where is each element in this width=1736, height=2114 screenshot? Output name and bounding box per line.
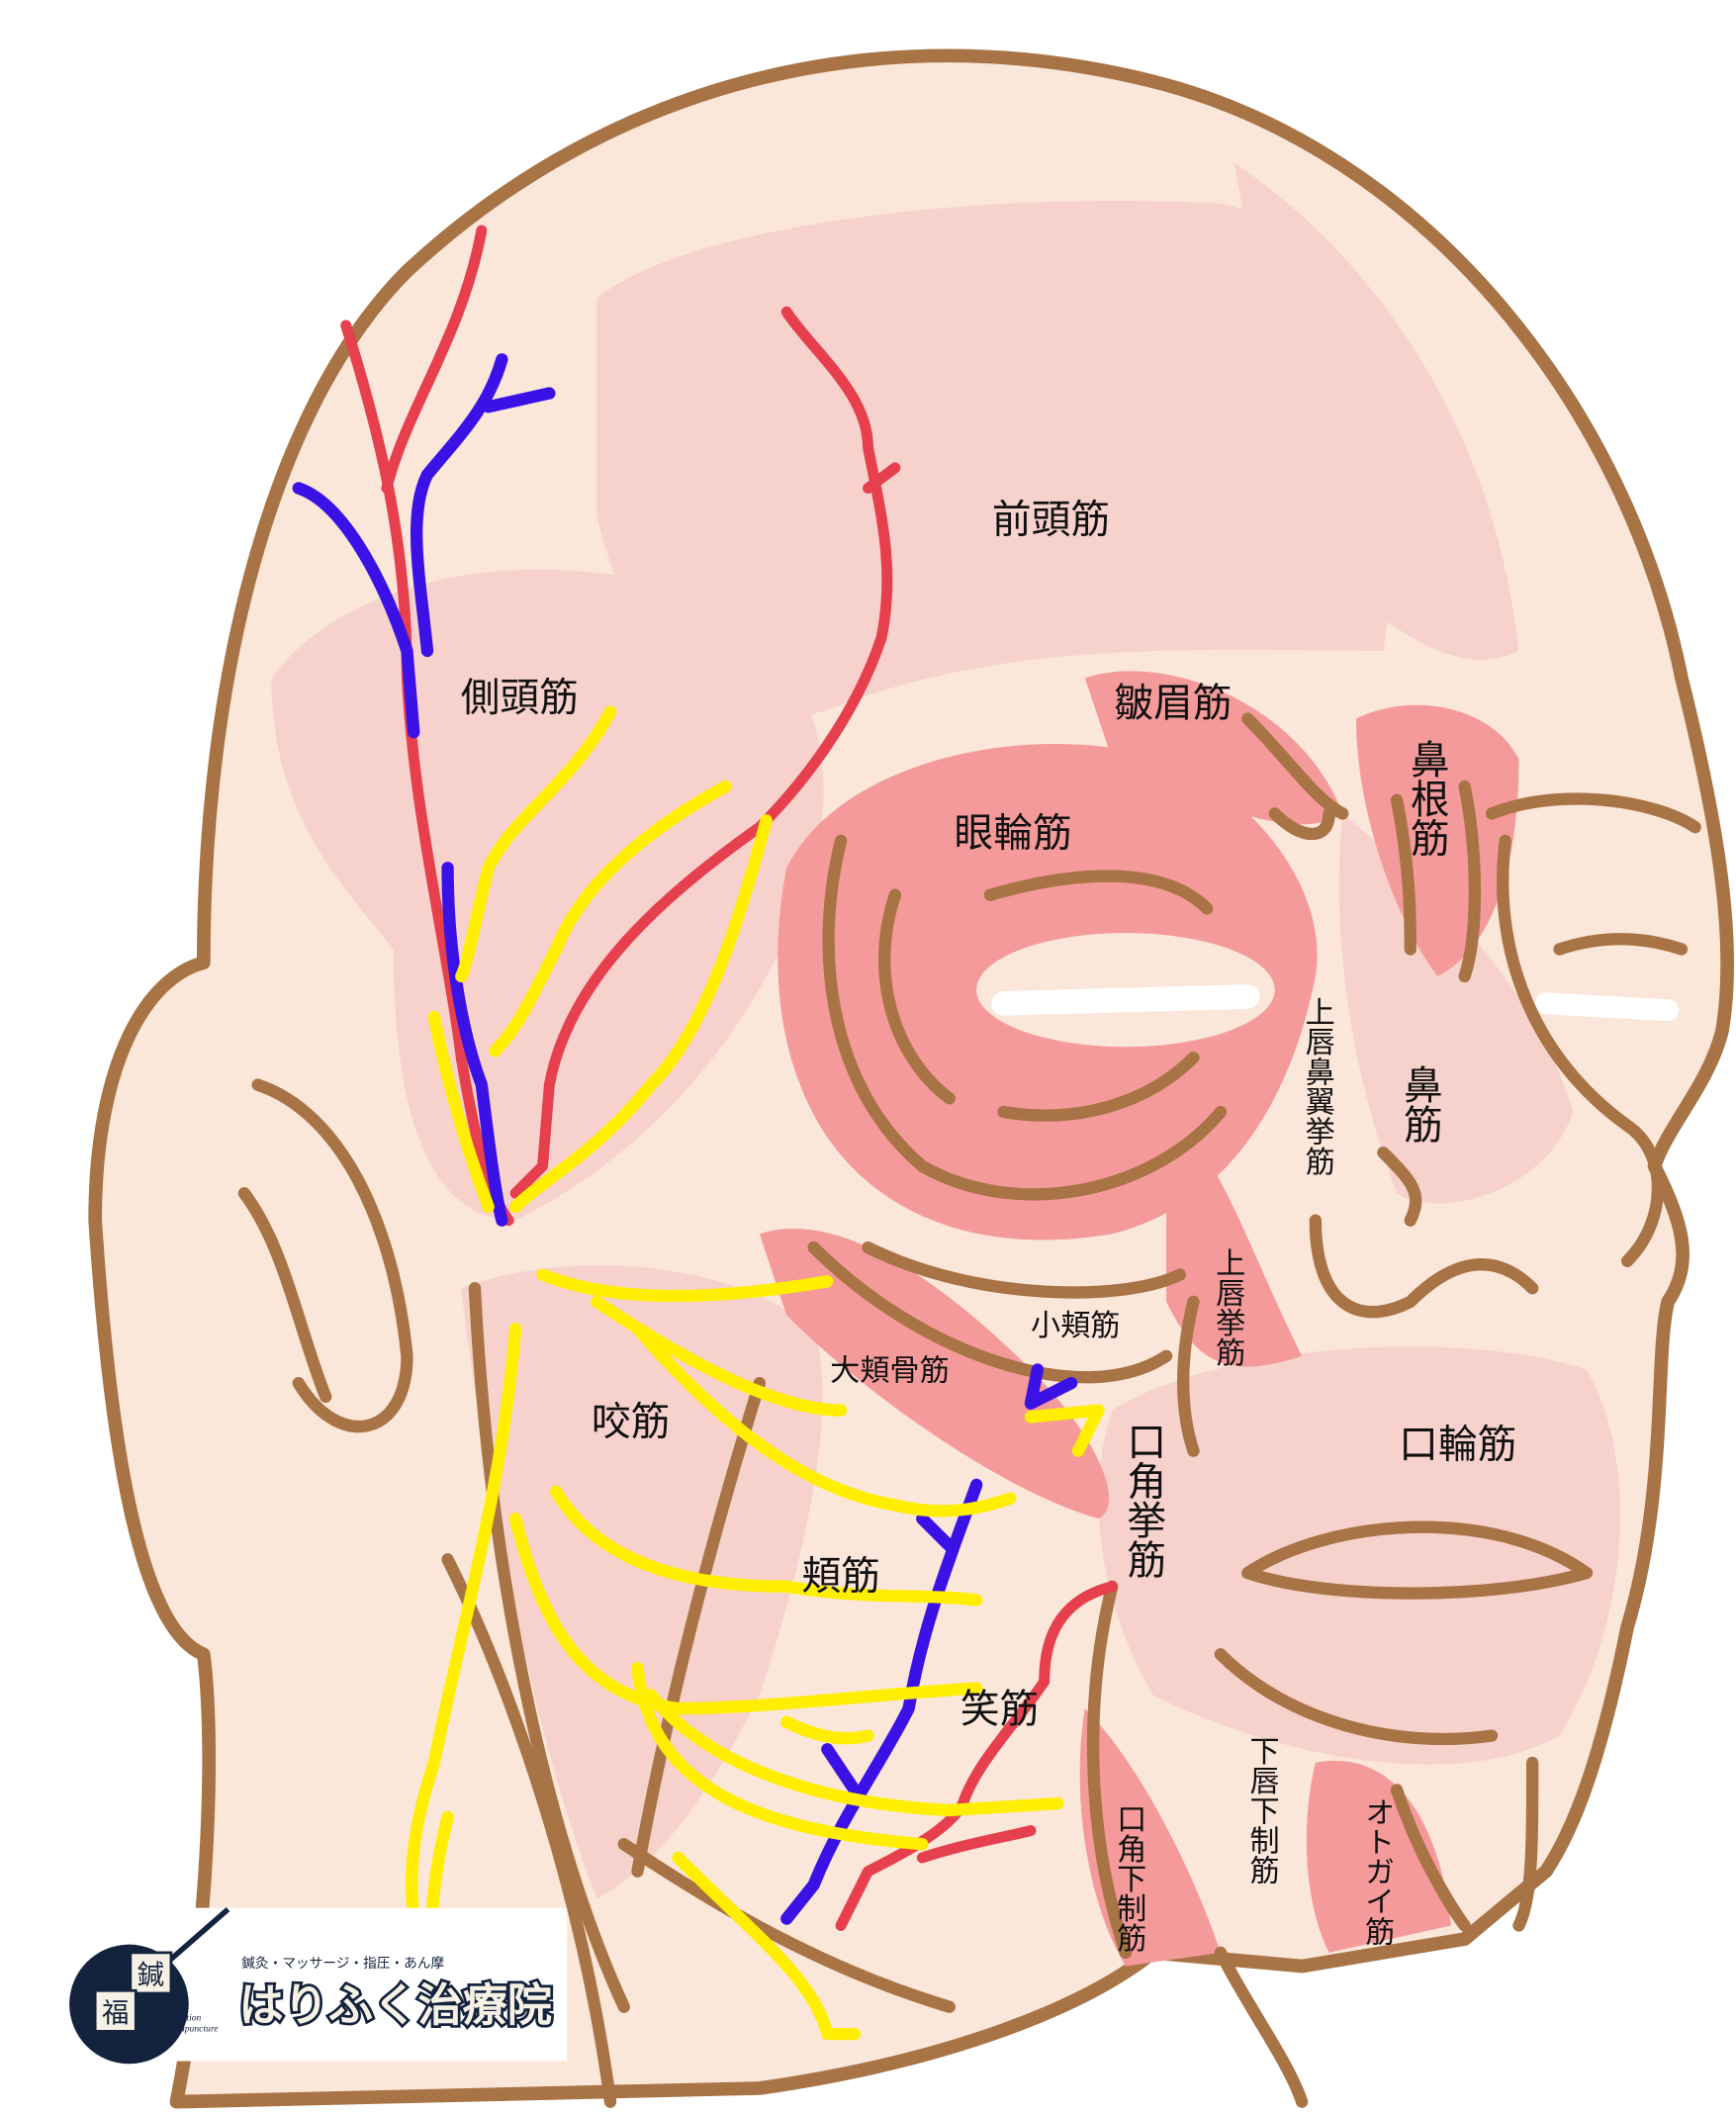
eye-white (991, 984, 1260, 1016)
muscle-labels: 前頭筋 側頭筋 皺眉筋 鼻根筋 眼輪筋 上唇鼻翼挙筋 鼻筋 上唇挙筋 小頬筋 大… (461, 498, 1517, 1954)
arteries (340, 225, 1118, 1931)
svg-text:rehabilitation: rehabilitation (149, 2012, 202, 2023)
label-orbicularis-oculi: 眼輪筋 (955, 810, 1072, 856)
corrugator-muscle (1084, 671, 1343, 825)
head (88, 48, 1735, 2109)
zygomaticus-muscle (759, 1229, 1110, 1519)
logo-services: 鍼灸・マッサージ・指圧・あん摩 (241, 1955, 444, 1972)
label-levator-anguli-oris: 口角挙筋 (1121, 1422, 1166, 1579)
label-risorius: 笑筋 (960, 1687, 1040, 1732)
label-depressor-labii: 下唇下制筋 (1244, 1736, 1280, 1885)
label-depressor-anguli-oris: 口角下制筋 (1111, 1803, 1146, 1953)
label-masseter: 咬筋 (592, 1399, 671, 1444)
label-mentalis: オトガイ筋 (1359, 1796, 1395, 1946)
svg-text:acupuncture: acupuncture (171, 2023, 219, 2034)
nose-muscle (1338, 813, 1574, 1204)
clinic-logo: 鍼 福 rehabilitation acupuncture 鍼灸・マッサージ・… (69, 1906, 568, 2065)
label-corrugator: 皺眉筋 (1114, 681, 1232, 726)
label-levator-labii-alaeque: 上唇鼻翼挙筋 (1300, 997, 1335, 1176)
label-nasalis: 鼻筋 (1397, 1064, 1442, 1144)
logo-name: はりふく治療院 (238, 1978, 552, 2031)
muscle-contours (237, 712, 1701, 2108)
svg-text:鍼: 鍼 (137, 1960, 164, 1990)
label-frontalis: 前頭筋 (992, 498, 1110, 543)
label-orbicularis-oris: 口輪筋 (1399, 1423, 1516, 1468)
facial-nerves (405, 705, 1105, 2041)
label-buccinator: 頬筋 (801, 1554, 880, 1600)
label-procerus: 鼻根筋 (1404, 739, 1449, 857)
forehead-right-muscle (1233, 162, 1519, 661)
label-zygomaticus-minor: 小頬筋 (1031, 1309, 1120, 1343)
label-levator-labii: 上唇挙筋 (1210, 1247, 1245, 1367)
eye-white-right (1534, 992, 1680, 1022)
temporal-vein (292, 482, 420, 739)
levator-labii-muscle (1166, 1112, 1303, 1367)
label-zygomaticus-major: 大頬骨筋 (830, 1353, 950, 1388)
orbicularis-oris-muscle (1098, 1346, 1620, 1765)
needle-icon (160, 1906, 230, 1969)
svg-text:福: 福 (102, 1998, 129, 2029)
mentalis-muscle (1306, 1760, 1451, 1953)
label-temporalis: 側頭筋 (461, 675, 579, 720)
